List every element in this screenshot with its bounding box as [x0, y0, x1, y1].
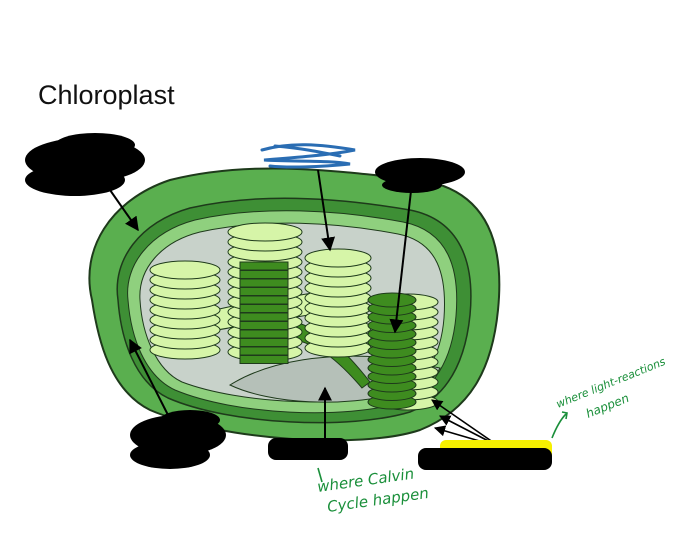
redaction-blob — [268, 438, 348, 460]
thylakoid-disc — [239, 287, 289, 296]
redaction-blob — [25, 133, 145, 196]
annotation-calvin: where Calvin Cycle happen — [316, 465, 430, 516]
arrow-icon — [317, 169, 336, 252]
redaction-blob — [375, 158, 465, 193]
thylakoid-disc — [239, 321, 289, 330]
thylakoid-disc — [239, 304, 289, 313]
thylakoid-disc — [227, 222, 303, 242]
thylakoid-disc — [239, 346, 289, 356]
granum-right-dark — [367, 292, 417, 410]
thylakoid-disc — [239, 295, 289, 305]
thylakoid-disc — [239, 261, 289, 271]
thylakoid-disc — [149, 260, 221, 280]
thylakoid-disc — [239, 338, 289, 347]
annotation-light: where light-reactions happen — [551, 355, 668, 439]
arrow-icon — [389, 181, 413, 334]
scribble — [260, 143, 356, 169]
redaction-blob — [130, 410, 226, 469]
granum-left — [149, 260, 221, 360]
page-title: Chloroplast — [38, 80, 175, 110]
thylakoid-disc — [239, 329, 289, 339]
thylakoid-disc — [239, 312, 289, 322]
thylakoid-disc — [367, 292, 417, 308]
thylakoid-disc — [304, 248, 372, 268]
arrow-icon — [431, 399, 501, 448]
thylakoid-disc — [239, 355, 289, 364]
thylakoid-disc — [239, 270, 289, 279]
arrow-icon — [129, 338, 169, 416]
granum-center-dark — [239, 261, 289, 364]
highlighted-label — [418, 440, 552, 470]
arrow-icon — [109, 189, 139, 232]
granum-right-back — [304, 248, 372, 358]
thylakoid-disc — [239, 278, 289, 288]
